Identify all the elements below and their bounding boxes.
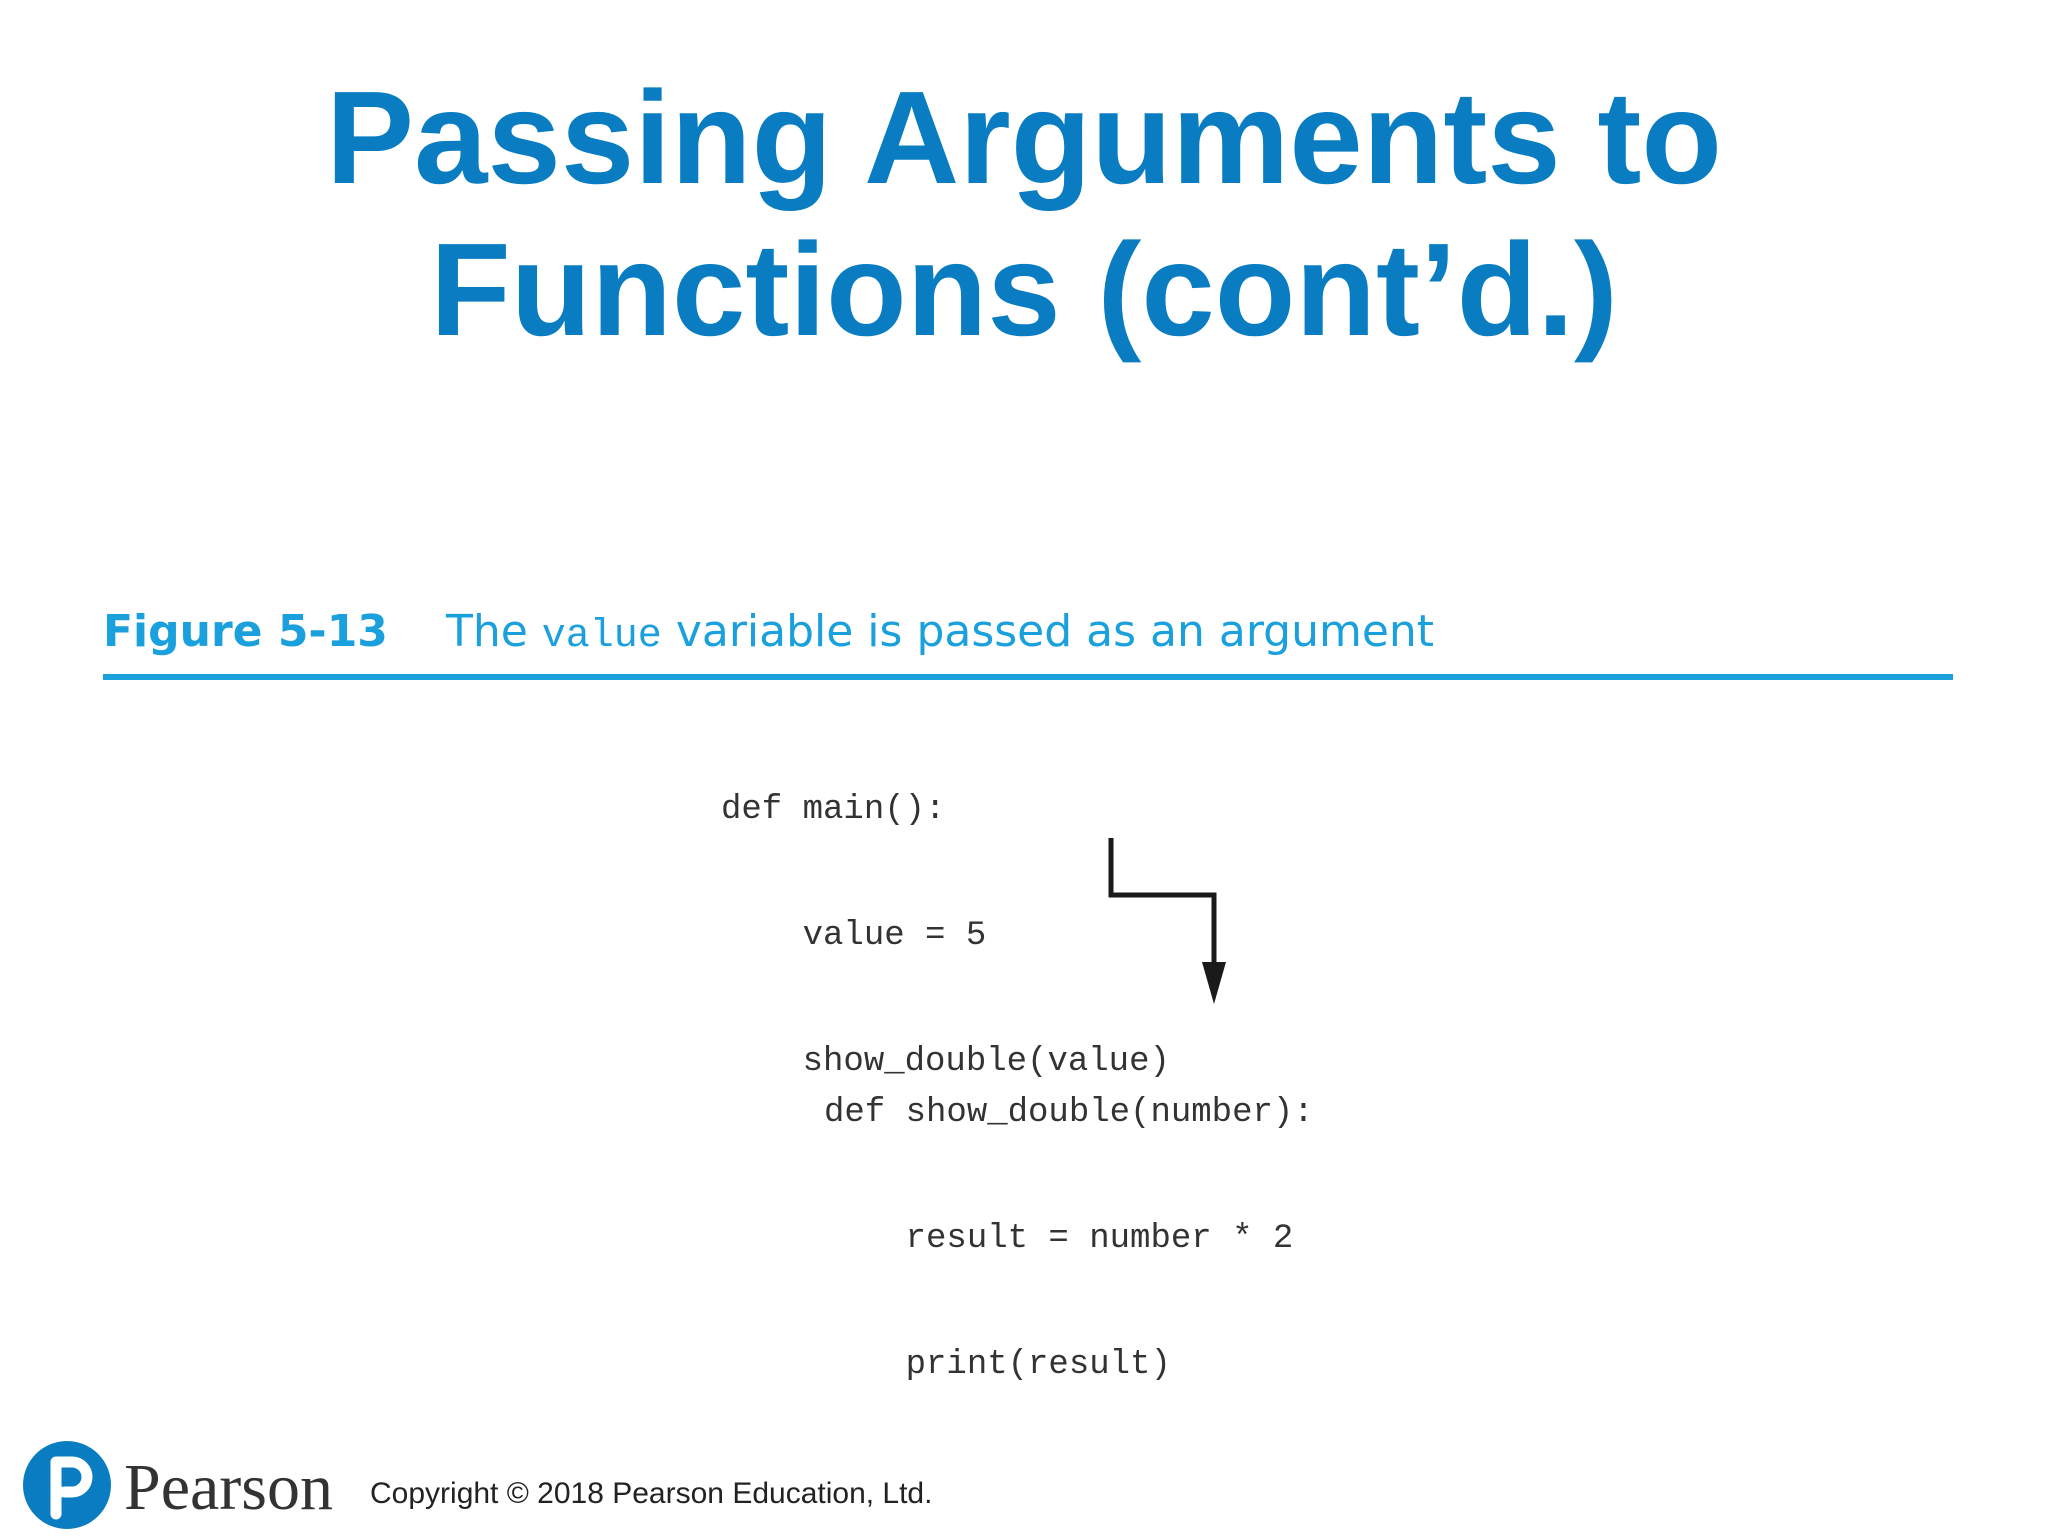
code-line: def main(): bbox=[721, 791, 946, 829]
figure-caption-prefix: The bbox=[445, 606, 528, 657]
code-line: def show_double(number): bbox=[824, 1094, 1314, 1132]
pearson-p-logo-icon bbox=[23, 1441, 111, 1529]
figure-caption-suffix: variable is passed as an argument bbox=[675, 606, 1435, 657]
copyright-notice: Copyright © 2018 Pearson Education, Ltd. bbox=[370, 1477, 933, 1510]
code-line: result = number * 2 bbox=[824, 1220, 1294, 1258]
pearson-brand: Pearson bbox=[124, 1451, 333, 1524]
slide-title-line-1: Passing Arguments to bbox=[326, 64, 1722, 211]
figure-caption: Figure 5-13 The value variable is passed… bbox=[103, 602, 1434, 667]
code-line: print(result) bbox=[824, 1346, 1171, 1384]
code-line: value = 5 bbox=[721, 917, 987, 955]
slide-title-line-2: Functions (cont’d.) bbox=[430, 216, 1618, 363]
arrow-connector bbox=[1108, 838, 1217, 965]
figure-caption-code: value bbox=[541, 614, 662, 659]
code-block-show-double: def show_double(number): result = number… bbox=[824, 1008, 1314, 1428]
slide-title: Passing Arguments to Functions (cont’d.) bbox=[0, 62, 2048, 366]
code-block-main: def main(): value = 5 show_double(value) bbox=[721, 705, 1170, 1125]
figure-rule bbox=[103, 674, 1953, 680]
figure-number: Figure 5-13 bbox=[103, 606, 388, 657]
code-line: show_double(value) bbox=[721, 1043, 1170, 1081]
arrow-head bbox=[1202, 962, 1226, 1004]
